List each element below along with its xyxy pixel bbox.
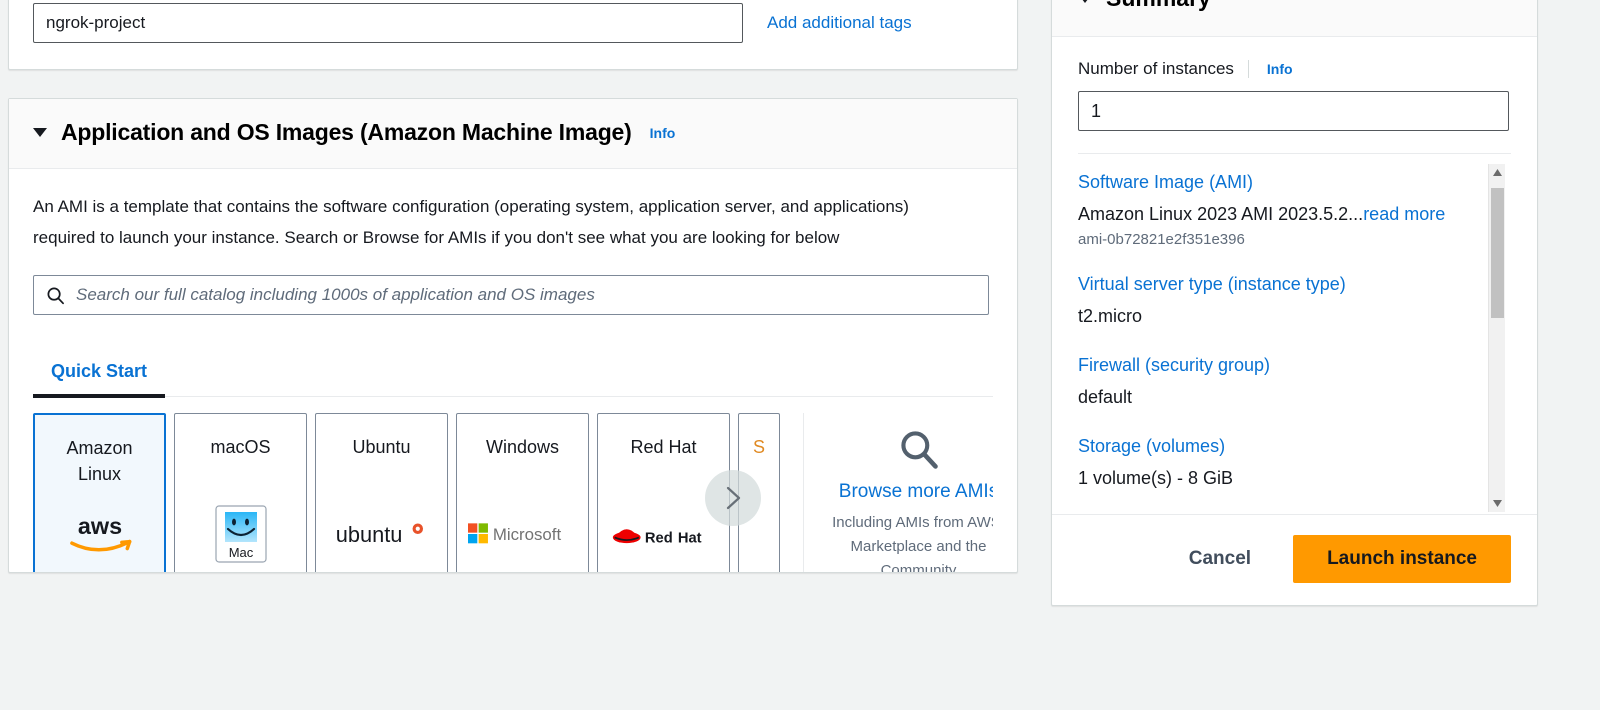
scrollbar-down-arrow[interactable]	[1489, 495, 1506, 512]
aws-logo: aws	[61, 503, 139, 563]
application-os-images-card: Application and OS Images (Amazon Machin…	[8, 98, 1018, 573]
caret-down-icon[interactable]	[1078, 0, 1092, 3]
ami-section-header[interactable]: Application and OS Images (Amazon Machin…	[9, 99, 1017, 169]
ami-tabs: Quick Start	[33, 361, 993, 398]
svg-text:Red: Red	[644, 531, 672, 547]
svg-text:ubuntu: ubuntu	[335, 522, 402, 547]
summary-group-firewall: Firewall (security group) default	[1078, 355, 1511, 410]
ami-tile-windows[interactable]: Windows Microsoft	[456, 413, 589, 572]
virtual-server-type-link[interactable]: Virtual server type (instance type)	[1078, 274, 1346, 294]
summary-body: Number of instances Info Software Image …	[1052, 37, 1537, 514]
triangle-down-icon	[1493, 500, 1502, 507]
tile-label-red-hat: Red Hat	[630, 437, 697, 457]
ami-tile-macos[interactable]: macOS	[174, 413, 307, 572]
launch-instance-button[interactable]: Launch instance	[1293, 535, 1511, 583]
scrollbar-up-arrow[interactable]	[1489, 164, 1506, 181]
mac-finder-icon: Mac	[214, 504, 267, 564]
storage-value: 1 volume(s) - 8 GiB	[1078, 468, 1234, 488]
virtual-server-type-value: t2.micro	[1078, 306, 1143, 326]
ami-section-body: An AMI is a template that contains the s…	[9, 169, 1017, 572]
svg-text:Mac: Mac	[228, 545, 253, 560]
firewall-link[interactable]: Firewall (security group)	[1078, 355, 1271, 375]
ami-id: ami-0b72821e2f351e396	[1078, 231, 1245, 248]
add-additional-tags-link[interactable]: Add additional tags	[767, 13, 912, 32]
summary-scrollbar[interactable]	[1488, 164, 1505, 512]
ubuntu-logo: ubuntu	[334, 504, 430, 564]
tab-quick-start[interactable]: Quick Start	[33, 361, 166, 398]
tile-label-line1: Amazon	[66, 438, 133, 458]
storage-link[interactable]: Storage (volumes)	[1078, 436, 1226, 456]
browse-more-amis-link[interactable]: Browse more AMIs	[838, 481, 993, 502]
scrollbar-thumb[interactable]	[1491, 188, 1504, 318]
summary-group-instance-type: Virtual server type (instance type) t2.m…	[1078, 274, 1511, 329]
summary-title: Summary	[1106, 0, 1211, 12]
ami-tiles-list: Amazon Linux aws	[33, 413, 993, 572]
software-image-value: Amazon Linux 2023 AMI 2023.5.2...	[1078, 204, 1364, 224]
tile-label-ubuntu: Ubuntu	[352, 437, 411, 457]
name-card: Name Add additional tags	[8, 0, 1018, 70]
ami-tile-amazon-linux[interactable]: Amazon Linux aws	[33, 413, 166, 572]
read-more-link[interactable]: read more	[1363, 204, 1446, 224]
cancel-button[interactable]: Cancel	[1175, 540, 1265, 578]
chevron-right-icon	[726, 486, 741, 510]
caret-down-icon[interactable]	[33, 128, 47, 137]
ami-info-link[interactable]: Info	[649, 124, 676, 141]
tile-label-suse: S	[752, 437, 765, 457]
ami-search-placeholder: Search our full catalog including 1000s …	[76, 285, 595, 304]
svg-text:Microsoft: Microsoft	[492, 525, 561, 544]
tile-label-macos: macOS	[210, 437, 271, 457]
svg-text:Hat: Hat	[677, 531, 701, 547]
ami-tile-ubuntu[interactable]: Ubuntu ubuntu	[315, 413, 448, 572]
number-of-instances-info-link[interactable]: Info	[1266, 61, 1293, 77]
svg-text:aws: aws	[77, 513, 121, 539]
triangle-up-icon	[1493, 169, 1502, 176]
divider	[1078, 153, 1511, 154]
name-row: Add additional tags	[33, 3, 993, 43]
number-of-instances-label: Number of instances	[1078, 59, 1234, 78]
summary-footer: Cancel Launch instance	[1052, 514, 1537, 605]
software-image-link[interactable]: Software Image (AMI)	[1078, 172, 1254, 192]
ami-description: An AMI is a template that contains the s…	[33, 197, 909, 247]
name-input[interactable]	[33, 3, 743, 43]
ami-section-title: Application and OS Images (Amazon Machin…	[61, 119, 632, 145]
browse-more-amis-subtitle: Including AMIs from AWS, Marketplace and…	[832, 514, 993, 572]
search-icon	[47, 287, 64, 304]
browse-more-amis-panel: Browse more AMIs Including AMIs from AWS…	[803, 413, 993, 572]
microsoft-logo: Microsoft	[467, 504, 578, 564]
summary-group-storage: Storage (volumes) 1 volume(s) - 8 GiB	[1078, 436, 1511, 491]
ami-tiles-carousel: Amazon Linux aws	[33, 397, 993, 572]
summary-scroll-region: Software Image (AMI) Amazon Linux 2023 A…	[1078, 154, 1511, 514]
number-of-instances-row: Number of instances Info	[1078, 59, 1511, 79]
ami-search-box[interactable]: Search our full catalog including 1000s …	[33, 275, 989, 315]
tile-label-windows: Windows	[485, 437, 560, 457]
summary-header[interactable]: Summary	[1052, 0, 1537, 37]
tile-label-line2: Linux	[77, 464, 121, 484]
carousel-next-button[interactable]	[705, 470, 761, 526]
left-column: Name Add additional tags Application and…	[8, 0, 1018, 601]
number-of-instances-input[interactable]	[1078, 91, 1509, 131]
search-icon	[900, 431, 938, 469]
summary-card: Summary Number of instances Info Softwar…	[1051, 0, 1538, 606]
firewall-value: default	[1078, 387, 1133, 407]
redhat-logo: Red Hat	[611, 504, 717, 564]
summary-group-software-image: Software Image (AMI) Amazon Linux 2023 A…	[1078, 172, 1511, 248]
right-column: Summary Number of instances Info Softwar…	[1051, 0, 1538, 606]
divider	[1247, 60, 1249, 78]
